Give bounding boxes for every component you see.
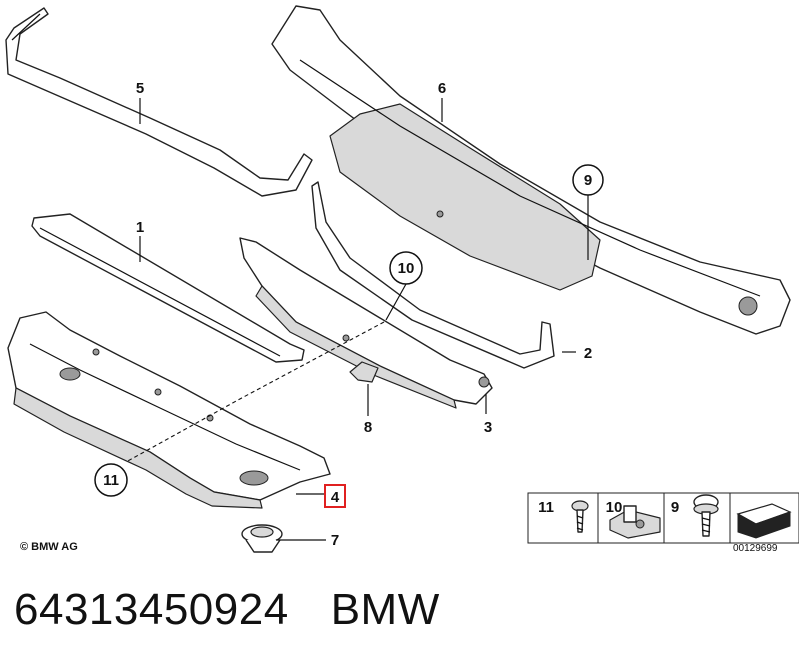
svg-text:2: 2	[584, 345, 592, 362]
svg-text:8: 8	[364, 419, 372, 436]
clip-nut-icon	[609, 505, 661, 539]
callout-7[interactable]: 7	[331, 532, 339, 549]
hardware-legend: 11 10 9	[527, 492, 799, 544]
svg-text:9: 9	[584, 172, 592, 189]
screw-icon	[571, 500, 589, 533]
bolt-icon	[693, 494, 719, 537]
diagram-reference-number: 00129699	[733, 543, 778, 554]
svg-text:3: 3	[484, 419, 492, 436]
svg-text:10: 10	[398, 260, 415, 277]
leader-lines	[139, 98, 589, 541]
part-7-grommet	[241, 524, 283, 553]
part-3-bracket	[239, 237, 493, 409]
callout-3[interactable]: 3	[484, 419, 492, 436]
part-5-seal	[5, 7, 313, 197]
copyright-label: © BMW AG	[20, 541, 78, 553]
callout-5[interactable]: 5	[136, 80, 144, 97]
part-1-rail	[31, 213, 305, 363]
callout-10[interactable]: 10	[389, 251, 423, 285]
arrow-icon	[736, 503, 792, 539]
part-number: 64313450924	[14, 585, 289, 634]
legend-label-9: 9	[671, 499, 679, 516]
part-6-cowl	[271, 5, 791, 335]
part-4-tray	[7, 311, 331, 509]
legend-label-11: 11	[538, 499, 554, 516]
svg-text:4: 4	[331, 489, 340, 506]
svg-text:6: 6	[438, 80, 446, 97]
parts-diagram: 5 6 1 9 10 2 3 8 11 4 7 11 10	[5, 5, 799, 553]
callout-8[interactable]: 8	[364, 419, 372, 436]
svg-text:11: 11	[103, 472, 119, 489]
brand-name: BMW	[330, 585, 440, 634]
part-8-clip	[349, 361, 379, 383]
callout-2[interactable]: 2	[584, 345, 592, 362]
svg-text:7: 7	[331, 532, 339, 549]
callout-11[interactable]: 11	[94, 463, 128, 497]
callout-9[interactable]: 9	[572, 164, 604, 196]
callout-1[interactable]: 1	[136, 219, 144, 236]
part-2-rod	[311, 181, 555, 369]
legend-label-10: 10	[606, 499, 623, 516]
footer-caption: 64313450924 BMW	[14, 585, 440, 635]
svg-text:1: 1	[136, 219, 144, 236]
callout-6[interactable]: 6	[438, 80, 446, 97]
svg-text:5: 5	[136, 80, 144, 97]
callout-4-highlighted[interactable]: 4	[324, 484, 346, 508]
